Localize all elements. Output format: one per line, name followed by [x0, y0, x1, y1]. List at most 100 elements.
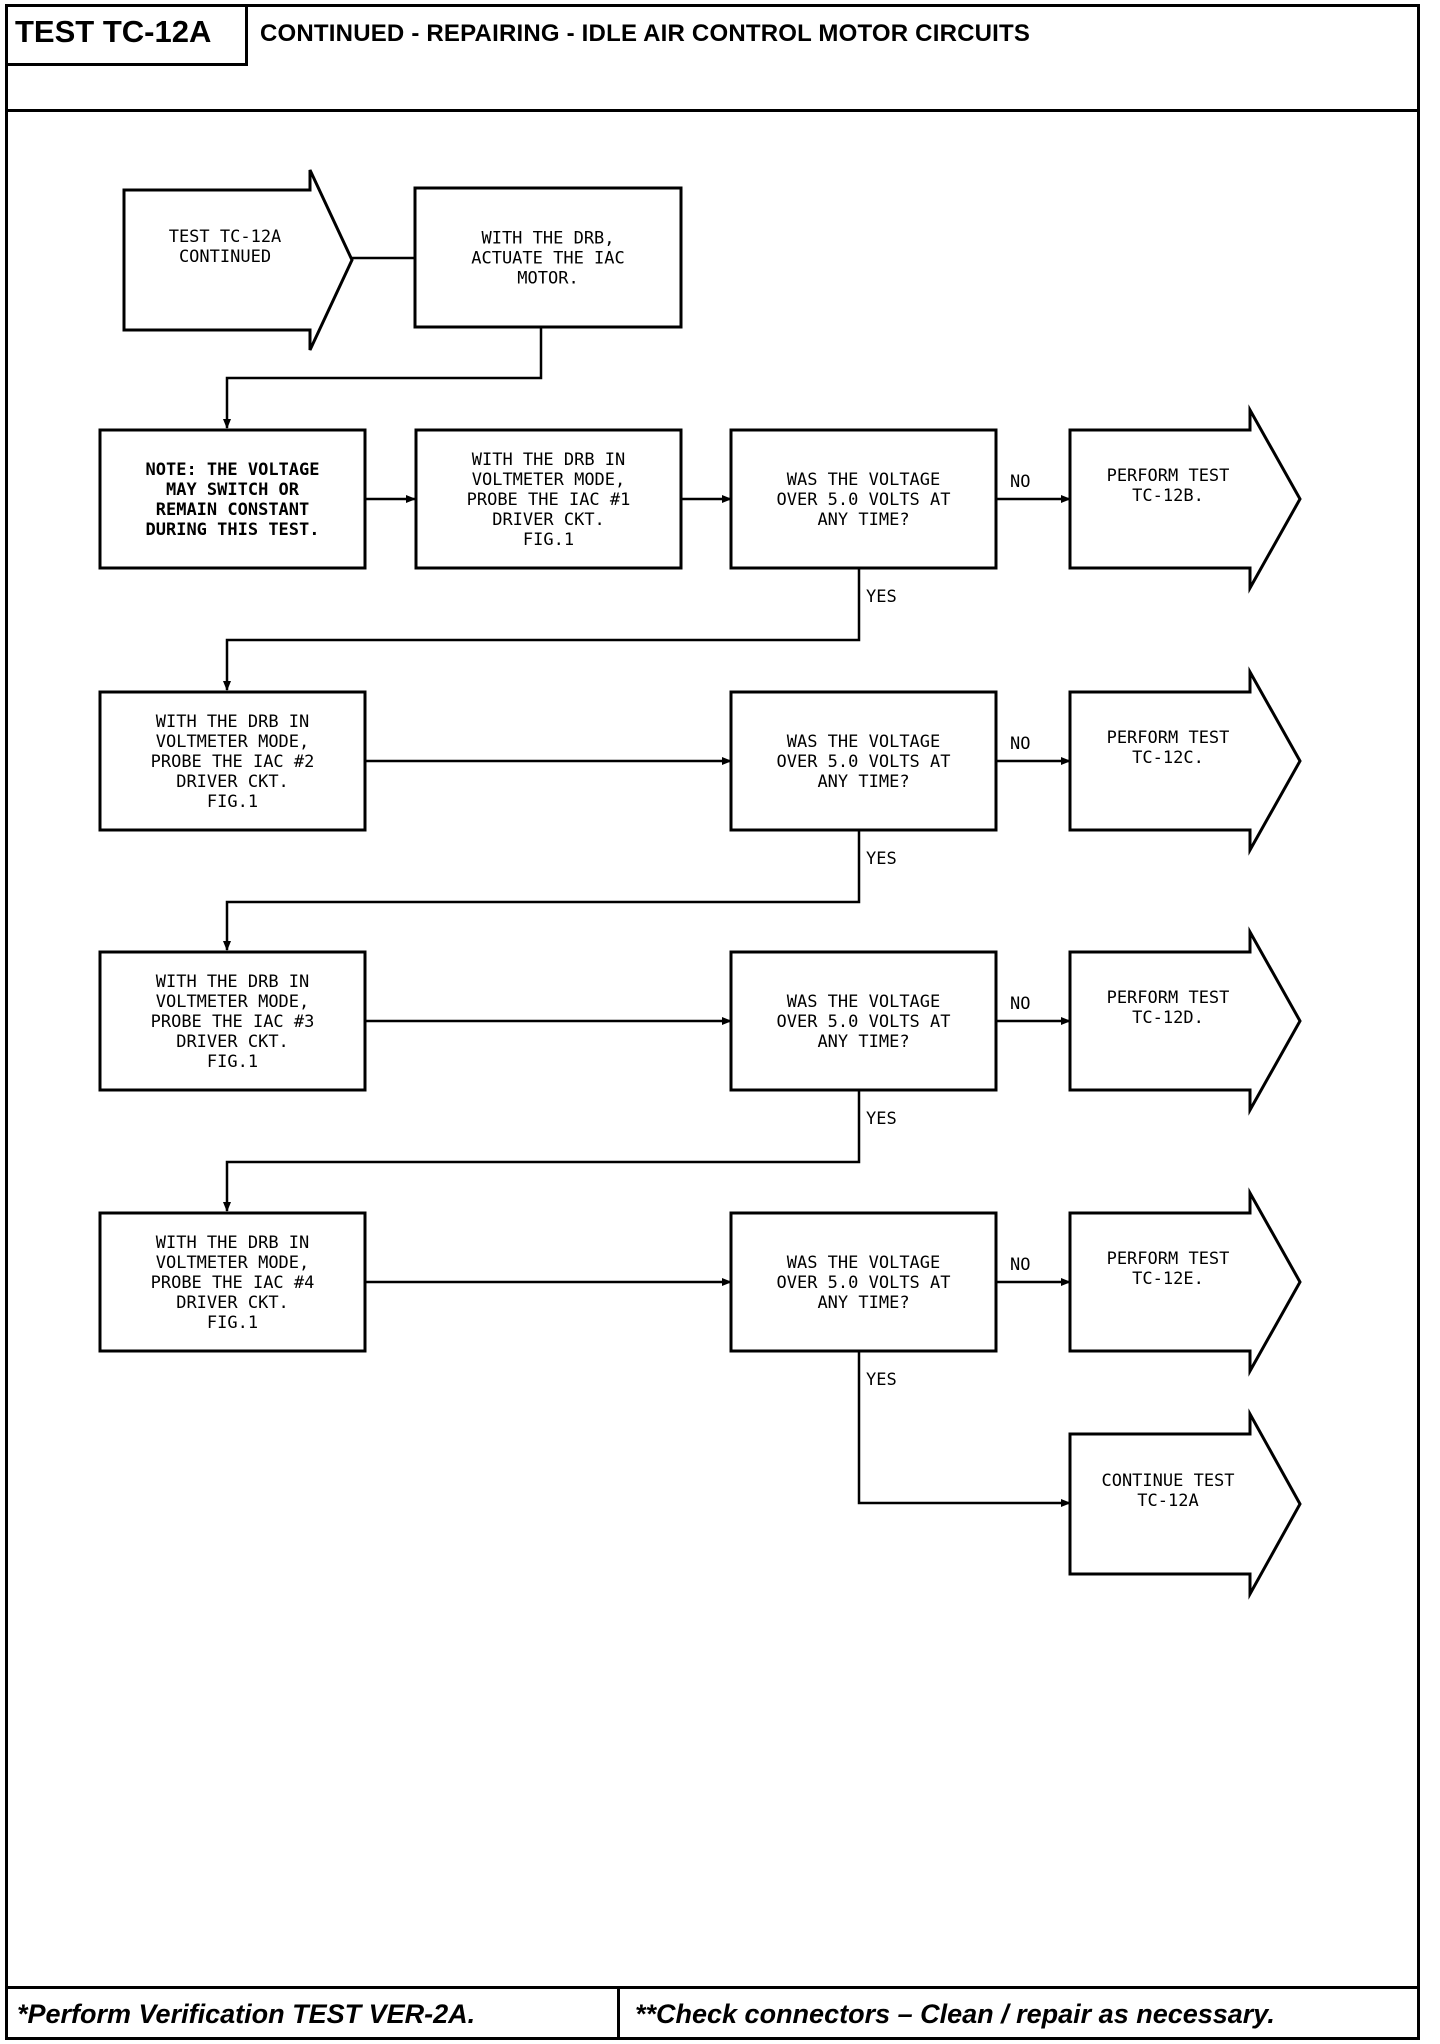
- start-arrow-line-1: TEST TC-12A: [169, 227, 282, 247]
- connector-note: **Check connectors – Clean / repair as n…: [635, 1999, 1275, 2029]
- question-box-4-box: [729, 1211, 998, 1353]
- no-label-4: NO: [1010, 1255, 1030, 1275]
- question-box-3-line-3: ANY TIME?: [817, 1032, 909, 1052]
- probe-box-1-line-3: PROBE THE IAC #1: [467, 490, 631, 510]
- outcome-arrow-1-shape: [1068, 404, 1302, 594]
- actuate-box-line-3: MOTOR.: [517, 269, 578, 289]
- probe-box-2-line-3: PROBE THE IAC #2: [151, 752, 315, 772]
- footer-divider: [617, 1989, 620, 2040]
- note-box-line-1: NOTE: THE VOLTAGE: [146, 460, 320, 480]
- question-box-3-line-2: OVER 5.0 VOLTS AT: [777, 1012, 951, 1032]
- question-box-1-line-3: ANY TIME?: [817, 510, 909, 530]
- page-frame: [5, 4, 1420, 2040]
- probe-box-4-box: [98, 1211, 367, 1353]
- question-box-2-line-1: WAS THE VOLTAGE: [787, 732, 941, 752]
- question-box-4-line-3: ANY TIME?: [817, 1293, 909, 1313]
- outcome-arrow-2-line-1: PERFORM TEST: [1107, 728, 1230, 748]
- actuate-box-box: [413, 186, 683, 329]
- outcome-arrow-2-line-2: TC-12C.: [1132, 748, 1204, 768]
- probe-box-3-line-1: WITH THE DRB IN: [156, 972, 310, 992]
- yes-label-4: YES: [866, 1370, 897, 1390]
- no-label-1: NO: [1010, 472, 1030, 492]
- start-arrow-line-2: CONTINUED: [179, 247, 271, 267]
- outcome-arrow-3-line-1: PERFORM TEST: [1107, 988, 1230, 1008]
- test-id-label: TEST TC-12A: [5, 4, 248, 66]
- no-label-2: NO: [1010, 734, 1030, 754]
- outcome-arrow-2-shape: [1068, 666, 1302, 856]
- question-box-2-line-2: OVER 5.0 VOLTS AT: [777, 752, 951, 772]
- actuate-to-note-line: [223, 327, 543, 429]
- question-box-2-box: [729, 690, 998, 832]
- probe-box-2-line-5: FIG.1: [207, 792, 258, 812]
- probe-box-4-line-4: DRIVER CKT.: [176, 1293, 289, 1313]
- probe-box-1-line-2: VOLTMETER MODE,: [472, 470, 626, 490]
- outcome-arrow-4-line-1: PERFORM TEST: [1107, 1249, 1230, 1269]
- outcome-arrow-3-line-2: TC-12D.: [1132, 1008, 1204, 1028]
- final-arrow-line-2: TC-12A: [1137, 1491, 1198, 1511]
- final-arrow-line-1: CONTINUE TEST: [1101, 1471, 1234, 1491]
- probe-box-1-line-1: WITH THE DRB IN: [472, 450, 626, 470]
- probe-box-2-line-1: WITH THE DRB IN: [156, 712, 310, 732]
- question-box-1-box: [729, 428, 998, 570]
- probe-box-1-line-5: FIG.1: [523, 530, 574, 550]
- no-label-3: NO: [1010, 994, 1030, 1014]
- yes-label-2: YES: [866, 849, 897, 869]
- question-box-2-line-3: ANY TIME?: [817, 772, 909, 792]
- probe-box-1-box: [414, 428, 683, 570]
- question-box-4-line-1: WAS THE VOLTAGE: [787, 1253, 941, 1273]
- outcome-arrow-4-shape: [1068, 1187, 1302, 1377]
- yes-line-1: [223, 568, 861, 691]
- yes-label-1: YES: [866, 587, 897, 607]
- verification-note: *Perform Verification TEST VER-2A.: [17, 1999, 476, 2029]
- question-box-4-line-2: OVER 5.0 VOLTS AT: [777, 1273, 951, 1293]
- page-title: CONTINUED - REPAIRING - IDLE AIR CONTROL…: [260, 20, 1031, 47]
- probe-box-2-line-2: VOLTMETER MODE,: [156, 732, 310, 752]
- probe-box-2-line-4: DRIVER CKT.: [176, 772, 289, 792]
- start-arrow-shape: [122, 169, 354, 351]
- probe-box-4-line-2: VOLTMETER MODE,: [156, 1253, 310, 1273]
- probe-box-3-line-2: VOLTMETER MODE,: [156, 992, 310, 1012]
- question-box-3-box: [729, 950, 998, 1092]
- probe-box-2-box: [98, 690, 367, 832]
- probe-box-4-line-1: WITH THE DRB IN: [156, 1233, 310, 1253]
- final-arrow-shape: [1068, 1408, 1302, 1600]
- yes-line-2: [223, 830, 861, 951]
- note-box-line-4: DURING THIS TEST.: [146, 520, 320, 540]
- flow-connectors: NO YES NO YES NO YES NO YES: [223, 256, 1071, 1507]
- probe-box-3-line-4: DRIVER CKT.: [176, 1032, 289, 1052]
- note-box-box: [98, 428, 367, 570]
- outcome-arrow-1-line-1: PERFORM TEST: [1107, 466, 1230, 486]
- page-header: TEST TC-12A CONTINUED - REPAIRING - IDLE…: [5, 4, 1420, 112]
- actuate-box-line-1: WITH THE DRB,: [481, 229, 614, 249]
- outcome-arrow-3-shape: [1068, 926, 1302, 1116]
- yes-label-3: YES: [866, 1109, 897, 1129]
- yes-line-4: [857, 1351, 1071, 1507]
- question-box-3-line-1: WAS THE VOLTAGE: [787, 992, 941, 1012]
- probe-box-4-line-5: FIG.1: [207, 1313, 258, 1333]
- question-box-1-line-2: OVER 5.0 VOLTS AT: [777, 490, 951, 510]
- actuate-box-line-2: ACTUATE THE IAC: [471, 249, 625, 269]
- page-footer: *Perform Verification TEST VER-2A. **Che…: [5, 1986, 1420, 2040]
- probe-box-4-line-3: PROBE THE IAC #4: [151, 1273, 315, 1293]
- question-box-1-line-1: WAS THE VOLTAGE: [787, 470, 941, 490]
- probe-box-1-line-4: DRIVER CKT.: [492, 510, 605, 530]
- note-box-line-2: MAY SWITCH OR: [166, 480, 300, 500]
